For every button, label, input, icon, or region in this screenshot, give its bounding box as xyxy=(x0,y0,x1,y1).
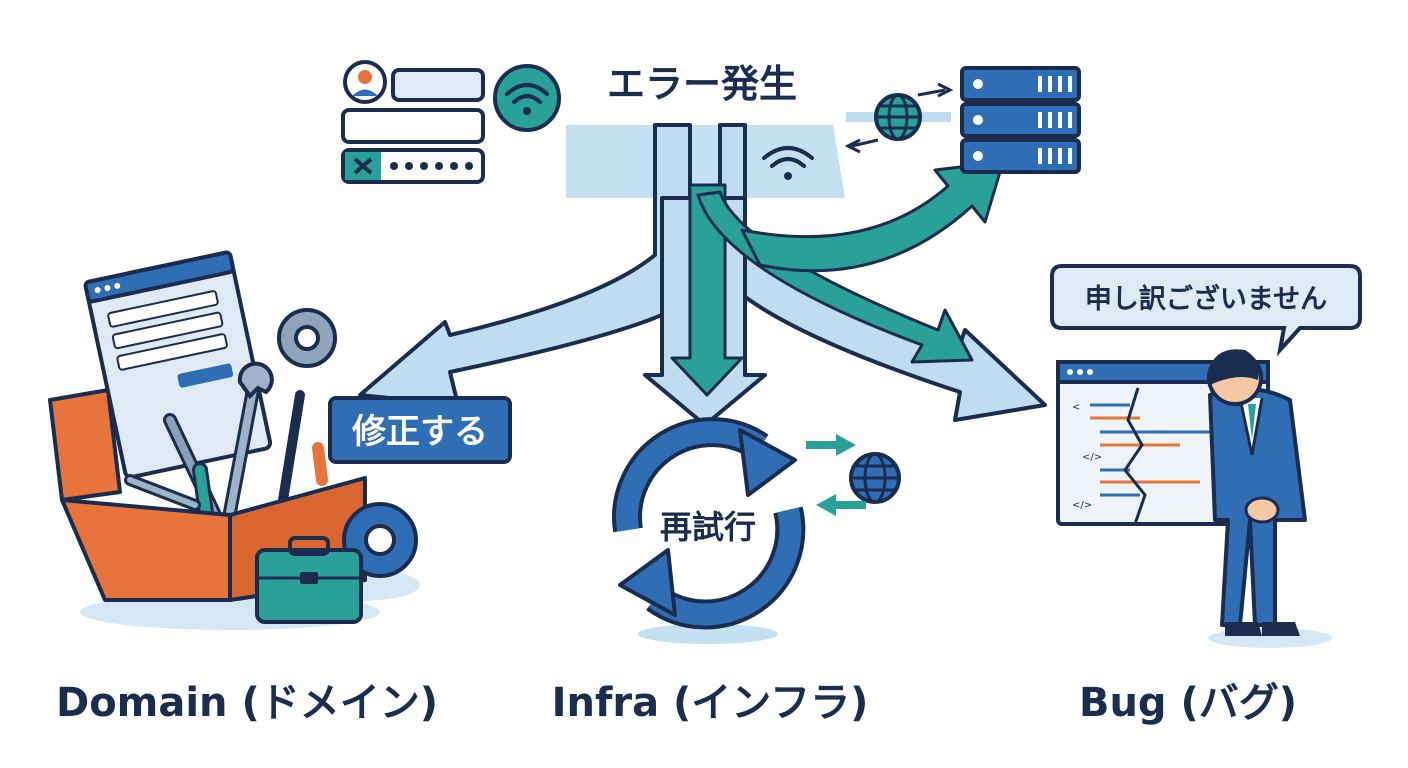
category-domain: Domain (ドメイン) xyxy=(56,680,438,726)
network-globe-icon xyxy=(806,434,901,516)
gear-icon xyxy=(277,308,337,368)
error-funnel xyxy=(566,125,845,198)
globe-icon xyxy=(844,82,954,154)
server-rack-icon xyxy=(960,66,1081,174)
text-field xyxy=(341,108,485,144)
code-tag: </> xyxy=(1072,500,1092,511)
apologizing-person xyxy=(1207,349,1332,648)
retry-label: 再試行 xyxy=(660,508,756,546)
toolbox-illustration xyxy=(48,250,420,630)
browser-window-icon xyxy=(83,250,273,480)
crack-line xyxy=(1123,387,1147,525)
apology-text: 申し訳ございません xyxy=(1085,283,1327,315)
category-bug: Bug (バグ) xyxy=(1079,680,1297,726)
briefcase-icon xyxy=(255,536,363,624)
teal-arrow-server xyxy=(740,160,1005,273)
fix-label-box: 修正する xyxy=(328,396,512,464)
fix-label: 修正する xyxy=(351,412,488,452)
form-illustration xyxy=(341,60,561,184)
code-tag: </> xyxy=(1082,452,1102,463)
retry-cycle-icon xyxy=(612,417,806,644)
code-tag: < xyxy=(1072,402,1080,413)
wifi-icon xyxy=(762,146,814,168)
diagram-title: エラー発生 xyxy=(607,62,797,106)
toolbox-front xyxy=(60,498,232,602)
category-infra: Infra (インフラ) xyxy=(552,680,869,726)
speech-bubble xyxy=(1050,264,1362,357)
username-field xyxy=(391,68,485,102)
